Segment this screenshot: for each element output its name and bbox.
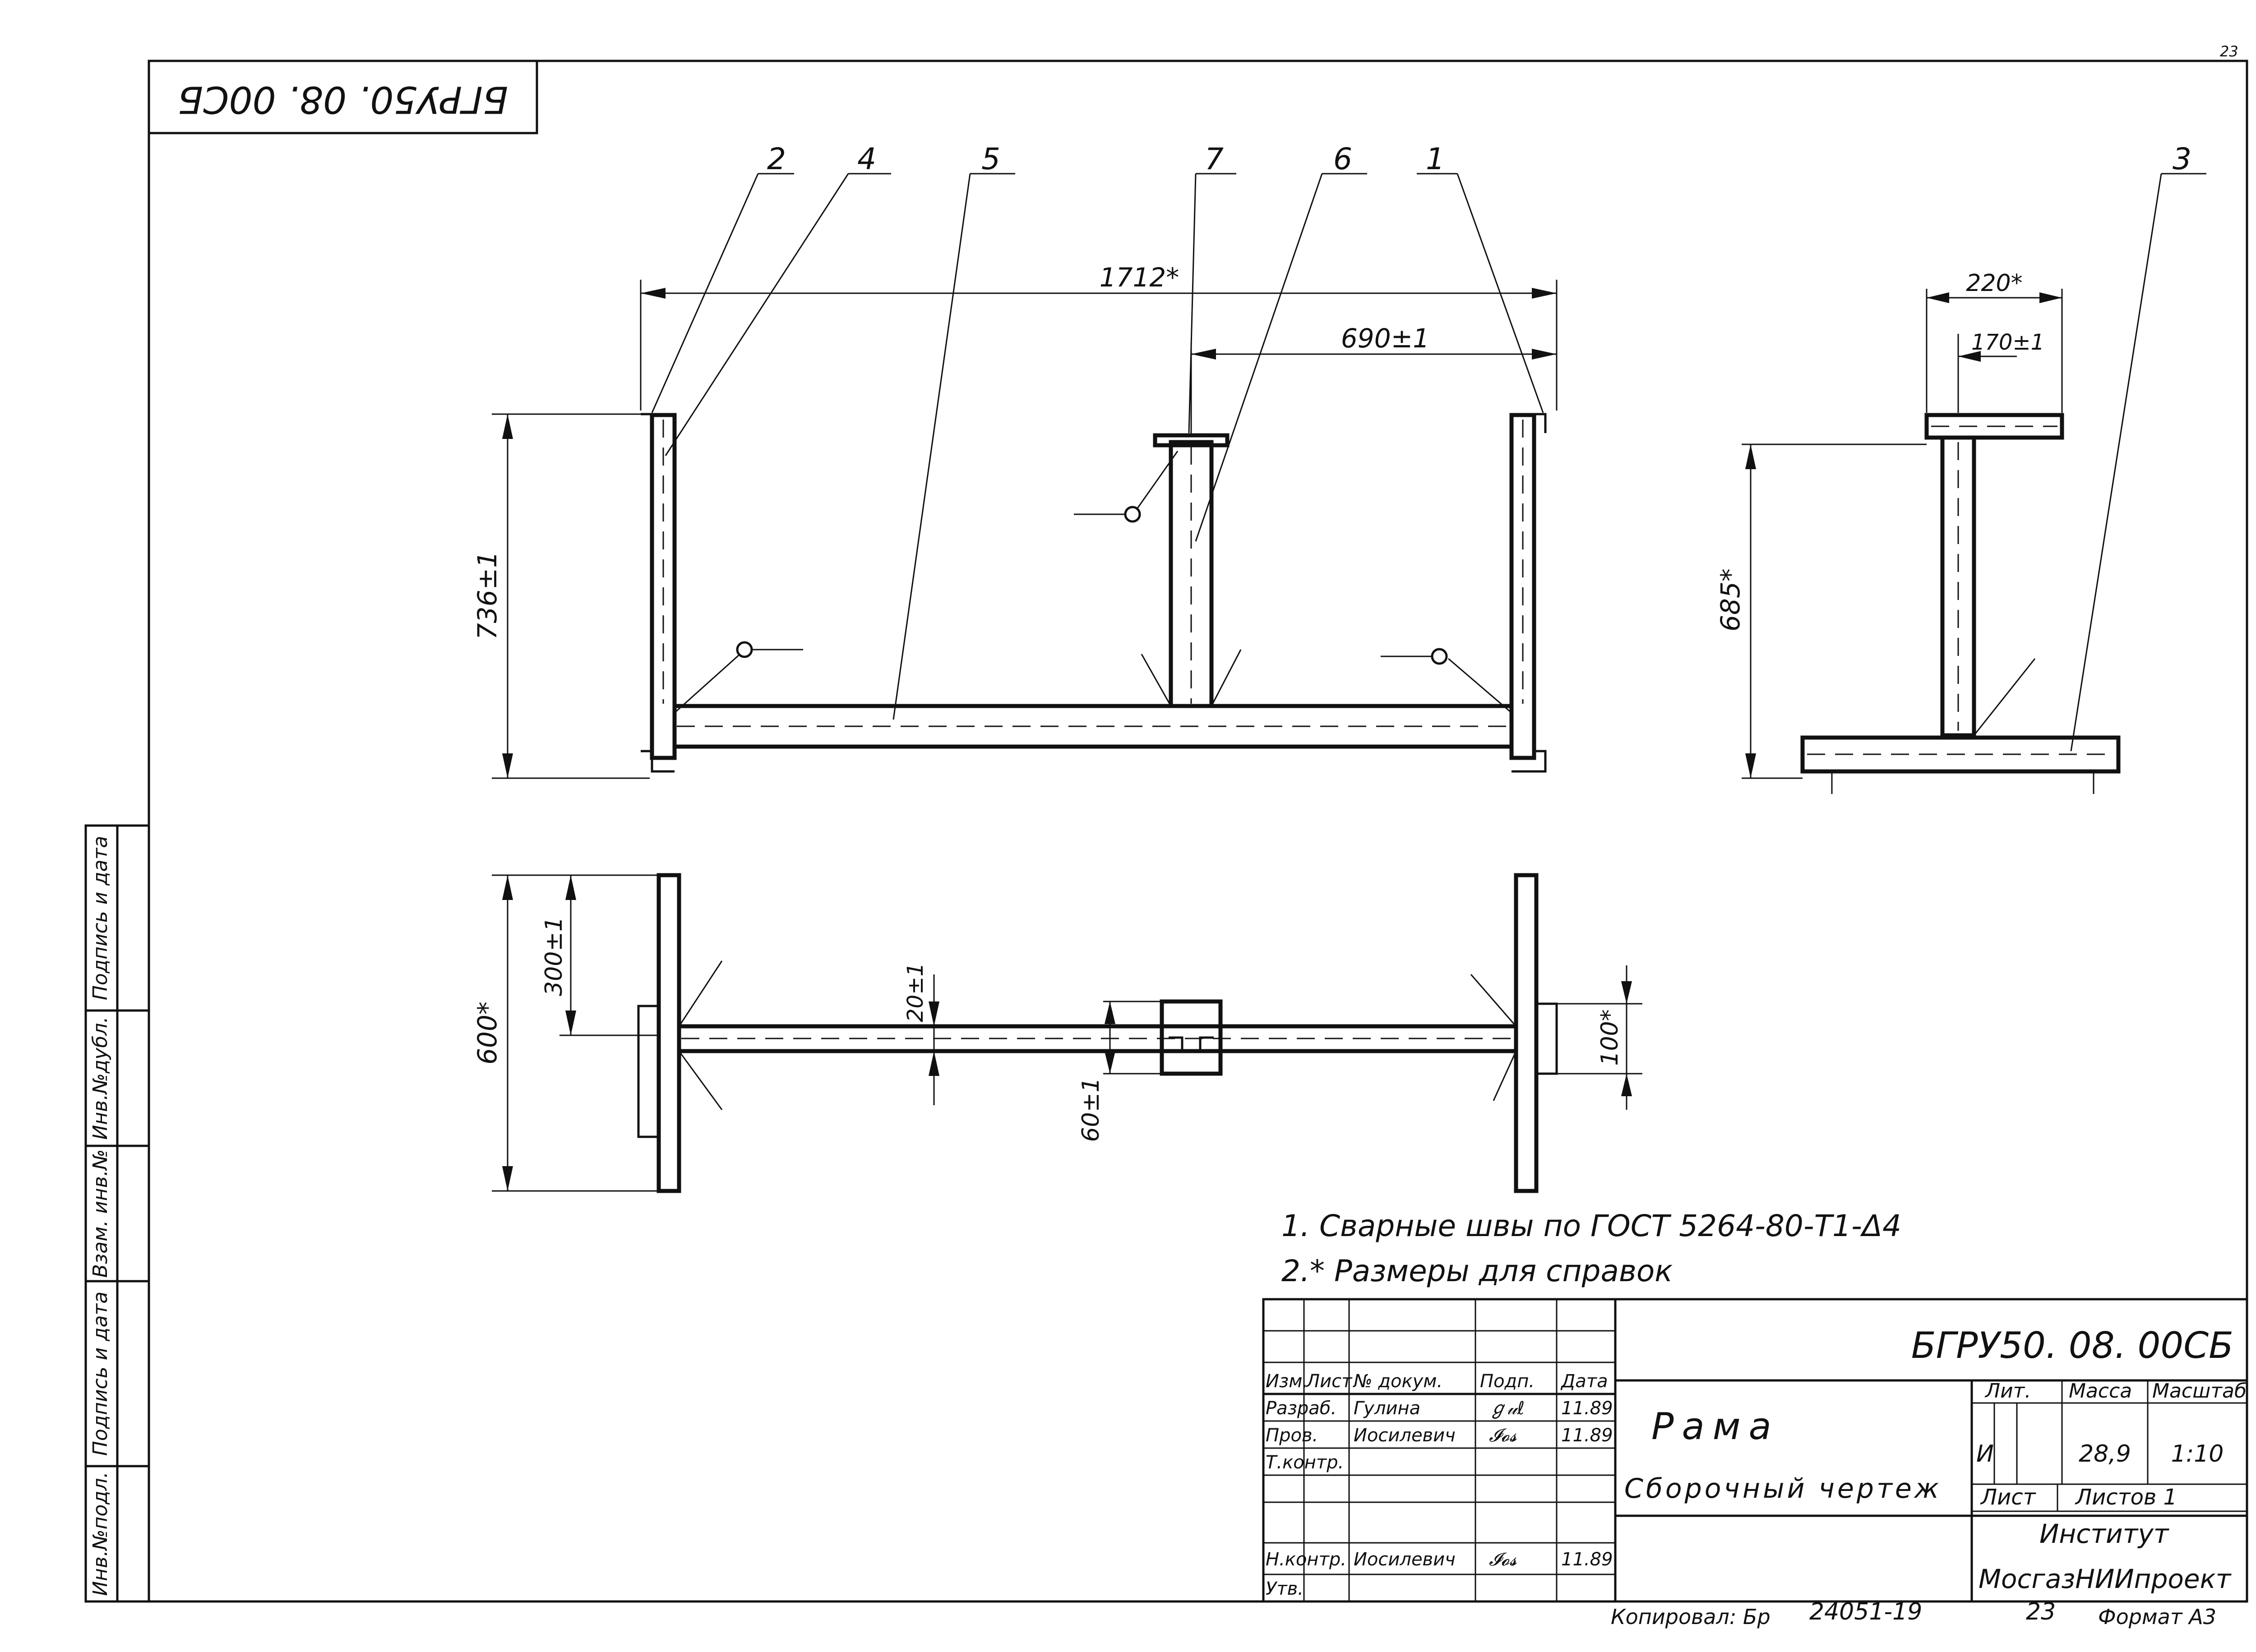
dim-frame-height: 736±1 [472, 551, 503, 640]
tb-name-nkontr: Иосилевич [1354, 1549, 1456, 1570]
position-1: 1 [1426, 142, 1445, 176]
tb-date-nkontr: 11.89 [1561, 1549, 1613, 1570]
position-4: 4 [857, 142, 876, 176]
footer-sheet: 23 [2026, 1598, 2056, 1625]
position-3: 3 [2173, 142, 2191, 176]
note-1: 1. Сварные швы по ГОСТ 5264-80-Т1-Δ4 [1281, 1209, 1901, 1243]
tb-scale-value: 1:10 [2171, 1440, 2224, 1467]
side-base [1800, 735, 2121, 774]
tb-role-utv: Утв. [1266, 1578, 1304, 1599]
tb-date-prov: 11.89 [1561, 1425, 1613, 1446]
position-6: 6 [1333, 142, 1352, 176]
tb-sheet-label: Лист [1980, 1485, 2037, 1510]
side-dimensions: 220* 170±1 685* [1715, 270, 2063, 779]
left-strip: Инв.№подл. Подпись и дата Взам. инв.№ Ин… [84, 824, 150, 1603]
front-view [641, 413, 1547, 773]
strip-label-inv-podl: Инв.№подл. [89, 1472, 112, 1596]
tb-role-prov: Пров. [1266, 1425, 1318, 1446]
dim-bar-width: 60±1 [1077, 1078, 1105, 1142]
plan-beam [677, 1024, 1518, 1053]
strip-label-inv-dubl: Инв.№дубл. [89, 1016, 112, 1140]
tb-lit-label: Лит. [1984, 1380, 2031, 1403]
tb-name-razrab: Гулина [1354, 1398, 1420, 1419]
footer-format: Формат А3 [2098, 1605, 2216, 1629]
tb-sheets-label: Листов 1 [2075, 1485, 2177, 1510]
tb-org-line1: Институт [2039, 1518, 2170, 1549]
tb-head-podp: Подп. [1480, 1371, 1535, 1392]
dim-centre-offset: 690±1 [1341, 323, 1429, 354]
plan-left-post [656, 873, 681, 1193]
strip-label-vzam: Взам. инв.№ [89, 1149, 112, 1278]
tb-date-razrab: 11.89 [1561, 1398, 1613, 1419]
footer-copied: Копировал: Бр [1611, 1605, 1771, 1629]
side-top-plate [1924, 413, 2064, 440]
tb-head-list: Лист [1305, 1371, 1353, 1392]
title-block: Изм. Лист № докум. Подп. Дата Разраб. Гу… [1262, 1298, 2248, 1603]
tb-lit-value: И [1976, 1440, 1994, 1467]
tb-head-izm: Изм. [1266, 1371, 1308, 1392]
right-post [1509, 413, 1536, 760]
tb-sign-prov: 𝓘𝓸𝓼 [1489, 1425, 1517, 1446]
tb-role-razrab: Разраб. [1266, 1398, 1336, 1419]
dim-plan-half: 300±1 [541, 917, 568, 996]
drawing-frame [148, 60, 2248, 1603]
tb-name: Рама [1651, 1405, 1780, 1448]
footer: Копировал: Бр 24051-19 23 Формат А3 [1611, 1598, 2216, 1629]
position-callouts: 2 4 5 7 6 1 3 [651, 142, 2206, 752]
dim-side-width: 220* [1966, 270, 2022, 297]
tb-head-dokum: № докум. [1353, 1371, 1442, 1392]
tb-role-nkontr: Н.контр. [1266, 1549, 1346, 1570]
side-view [1800, 413, 2121, 794]
tb-code: БГРУ50. 08. 00СБ [1911, 1324, 2233, 1366]
strip-label-podpis-2: Подпись и дата [89, 836, 112, 1000]
left-post [650, 413, 677, 760]
dim-side-height: 685* [1715, 568, 1746, 632]
tb-doc-type: Сборочный чертеж [1624, 1473, 1942, 1504]
tb-org-line2: МосгазНИИпроект [1979, 1564, 2232, 1594]
dim-overall-width: 1712* [1100, 262, 1179, 293]
plan-view [637, 873, 1558, 1193]
note-2: 2.* Размеры для справок [1281, 1254, 1673, 1288]
bottom-beam [672, 704, 1514, 749]
tb-mass-label: Масса [2069, 1380, 2132, 1403]
tb-head-data: Дата [1560, 1371, 1608, 1392]
tb-sign-nkontr: 𝓘𝓸𝓼 [1489, 1549, 1517, 1570]
tb-role-tkontr: Т.контр. [1266, 1452, 1344, 1473]
front-dimensions: 1712* 690±1 736±1 [472, 262, 1558, 779]
dim-end-width: 100* [1596, 1009, 1623, 1066]
stamp-code-box: БГРУ50. 08. 00СБ [148, 60, 538, 134]
plan-dimensions: 600* 300±1 20±1 60±1 100* [472, 874, 1642, 1192]
footer-number: 24051-19 [1809, 1598, 1922, 1625]
position-5: 5 [981, 142, 1000, 176]
tb-mass-value: 28,9 [2079, 1440, 2131, 1467]
plan-right-post [1514, 873, 1539, 1193]
dim-bar-gap: 20±1 [903, 963, 928, 1022]
tb-scale-label: Масштаб [2152, 1380, 2247, 1403]
dim-side-inner: 170±1 [1971, 330, 2044, 355]
stamp-code: БГРУ50. 08. 00СБ [178, 78, 508, 121]
strip-label-podpis-1: Подпись и дата [89, 1292, 112, 1456]
dim-plan-depth: 600* [472, 1001, 503, 1065]
position-7: 7 [1205, 142, 1224, 176]
side-column [1940, 435, 1976, 738]
sheet-corner-number: 23 [2220, 43, 2238, 60]
tb-sign-razrab: ℊ𝓊ℓ [1489, 1398, 1525, 1419]
centre-column [1169, 440, 1214, 708]
plan-column-plate [1160, 999, 1223, 1076]
tb-name-prov: Иосилевич [1354, 1425, 1456, 1446]
position-2: 2 [767, 142, 786, 176]
